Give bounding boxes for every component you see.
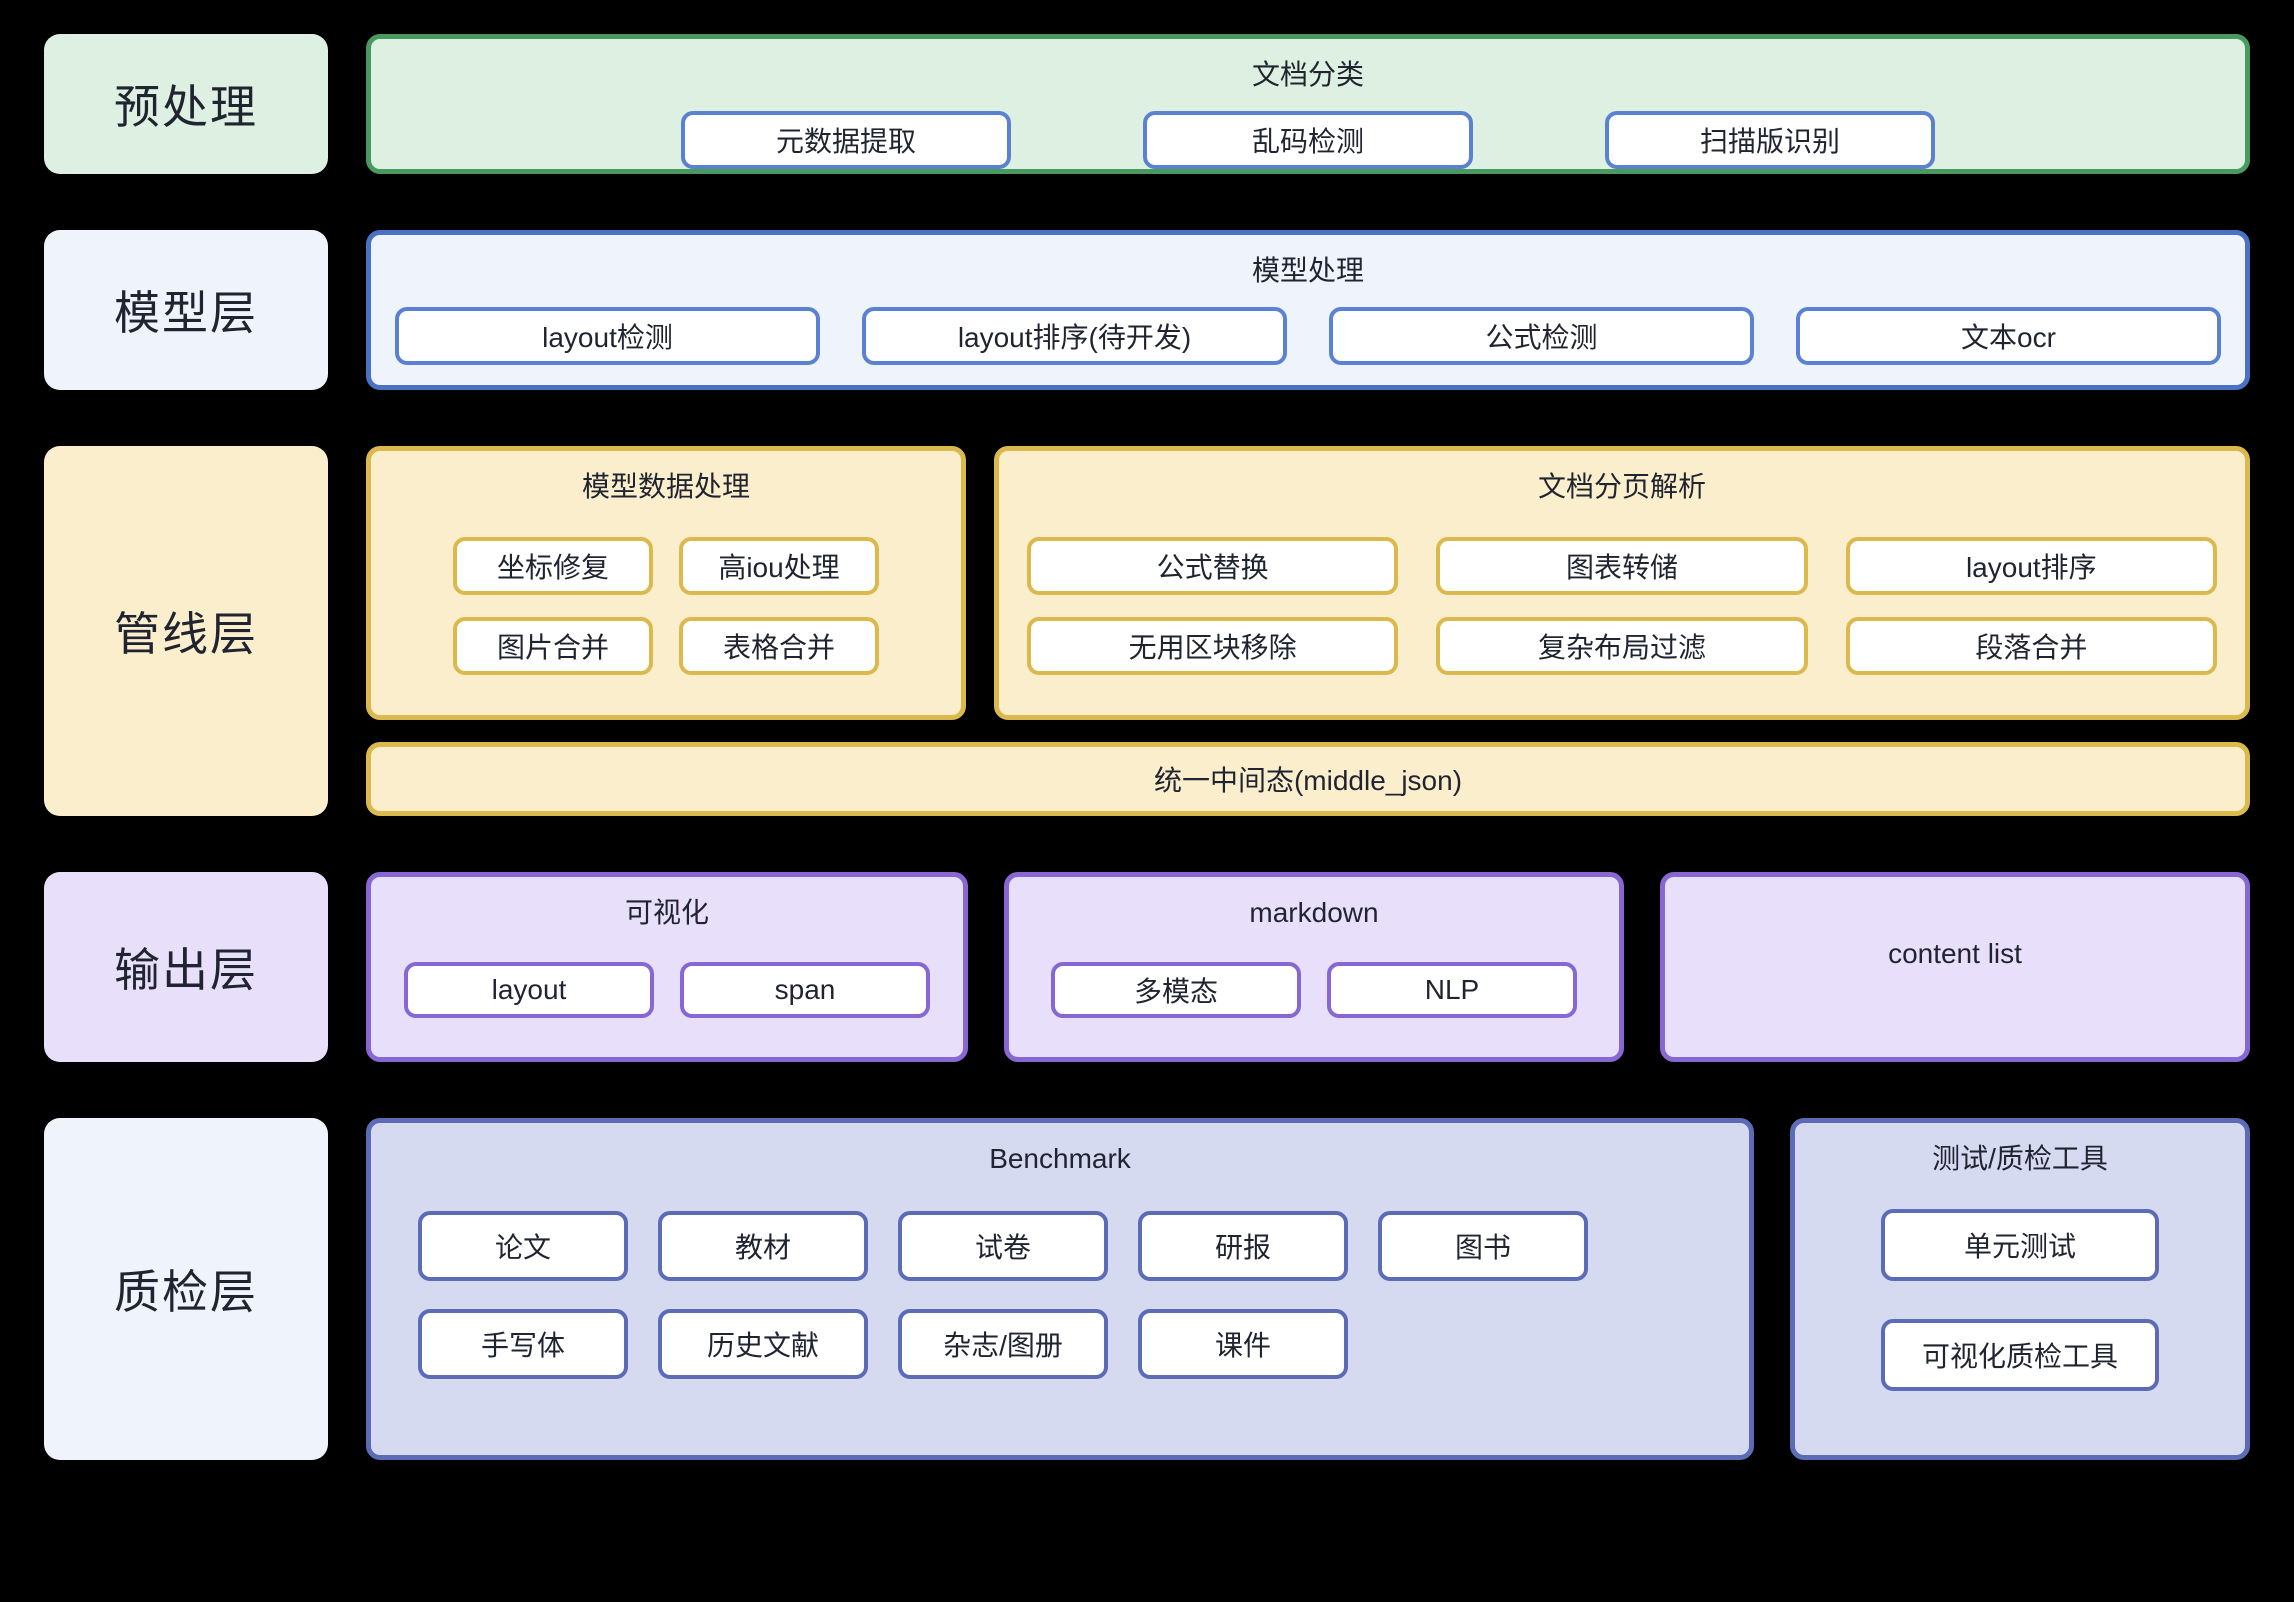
group-benchmark: Benchmark 论文 教材 试卷 研报 图书 手写体 历史文献 杂志/图册 … xyxy=(366,1118,1754,1460)
item-nlp[interactable]: NLP xyxy=(1327,962,1577,1019)
group-title: 可视化 xyxy=(624,897,709,928)
item-book[interactable]: 图书 xyxy=(1378,1211,1588,1282)
group-title: 文档分页解析 xyxy=(1537,471,1706,502)
item-courseware[interactable]: 课件 xyxy=(1138,1309,1348,1380)
content-list-label: content list xyxy=(1888,938,2022,969)
item-high-iou-processing[interactable]: 高iou处理 xyxy=(679,537,879,596)
layer-row-pipeline: 管线层 模型数据处理 坐标修复 高iou处理 图片合并 表格合并 xyxy=(44,446,2250,816)
group-title: 模型处理 xyxy=(1251,255,1364,286)
group-row: 元数据提取 乱码检测 扫描版识别 xyxy=(399,111,2217,170)
layer-label-quality: 质检层 xyxy=(44,1118,328,1460)
item-table-merge[interactable]: 表格合并 xyxy=(679,617,879,676)
group-title: 文档分类 xyxy=(1251,59,1364,90)
item-visual-qc-tool[interactable]: 可视化质检工具 xyxy=(1881,1319,2159,1392)
layer-row-model: 模型层 模型处理 layout检测 layout排序(待开发) 公式检测 文本o… xyxy=(44,230,2250,390)
group-row: 坐标修复 高iou处理 xyxy=(399,537,933,596)
group-row: layout检测 layout排序(待开发) 公式检测 文本ocr xyxy=(395,307,2221,366)
group-document-page-parsing: 文档分页解析 公式替换 图表转储 layout排序 无用区块移除 复杂布局过滤 … xyxy=(994,446,2250,720)
group-title: Benchmark xyxy=(989,1143,1131,1174)
item-formula-detection[interactable]: 公式检测 xyxy=(1329,307,1754,366)
item-layout-sorting-wip[interactable]: layout排序(待开发) xyxy=(862,307,1287,366)
group-content-list[interactable]: content list xyxy=(1660,872,2250,1062)
group-title: 测试/质检工具 xyxy=(1932,1143,2108,1174)
group-rows: 论文 教材 试卷 研报 图书 手写体 历史文献 杂志/图册 课件 xyxy=(399,1211,1721,1380)
group-rows: layout span xyxy=(399,949,935,1031)
group-test-qc-tools: 测试/质检工具 单元测试 可视化质检工具 xyxy=(1790,1118,2250,1460)
item-complex-layout-filter[interactable]: 复杂布局过滤 xyxy=(1436,617,1808,676)
group-rows: 坐标修复 高iou处理 图片合并 表格合并 xyxy=(399,523,933,689)
layer-row-quality: 质检层 Benchmark 论文 教材 试卷 研报 图书 手写体 历史文献 杂志… xyxy=(44,1118,2250,1460)
item-text-ocr[interactable]: 文本ocr xyxy=(1796,307,2221,366)
item-research-report[interactable]: 研报 xyxy=(1138,1211,1348,1282)
layer-body-output: 可视化 layout span markdown 多模态 NLP xyxy=(366,872,2250,1062)
group-rows: 单元测试 可视化质检工具 xyxy=(1823,1209,2217,1392)
group-rows: layout检测 layout排序(待开发) 公式检测 文本ocr xyxy=(395,307,2221,366)
group-row: 单元测试 xyxy=(1823,1209,2217,1282)
item-formula-replacement[interactable]: 公式替换 xyxy=(1027,537,1399,596)
layer-body-quality: Benchmark 论文 教材 试卷 研报 图书 手写体 历史文献 杂志/图册 … xyxy=(366,1118,2250,1460)
layer-label-model: 模型层 xyxy=(44,230,328,390)
item-metadata-extraction[interactable]: 元数据提取 xyxy=(681,111,1011,170)
layer-body-pipeline: 模型数据处理 坐标修复 高iou处理 图片合并 表格合并 文档分页解析 xyxy=(366,446,2250,816)
group-row: 公式替换 图表转储 layout排序 xyxy=(1027,537,2217,596)
item-layout-detection[interactable]: layout检测 xyxy=(395,307,820,366)
group-rows: 元数据提取 乱码检测 扫描版识别 xyxy=(399,111,2217,170)
item-layout[interactable]: layout xyxy=(404,962,654,1019)
group-title: 模型数据处理 xyxy=(581,471,750,502)
middle-json-bar[interactable]: 统一中间态(middle_json) xyxy=(366,742,2250,816)
layer-body-preprocess: 文档分类 元数据提取 乱码检测 扫描版识别 xyxy=(366,34,2250,174)
group-row: 手写体 历史文献 杂志/图册 课件 xyxy=(380,1309,1740,1380)
item-chart-transfer[interactable]: 图表转储 xyxy=(1436,537,1808,596)
item-unit-test[interactable]: 单元测试 xyxy=(1881,1209,2159,1282)
layer-label-pipeline: 管线层 xyxy=(44,446,328,816)
group-model-processing: 模型处理 layout检测 layout排序(待开发) 公式检测 文本ocr xyxy=(366,230,2250,390)
group-row: 无用区块移除 复杂布局过滤 段落合并 xyxy=(1027,617,2217,676)
group-markdown: markdown 多模态 NLP xyxy=(1004,872,1624,1062)
item-exam-paper[interactable]: 试卷 xyxy=(898,1211,1108,1282)
item-magazine-album[interactable]: 杂志/图册 xyxy=(898,1309,1108,1380)
layer-label-preprocess: 预处理 xyxy=(44,34,328,174)
item-span[interactable]: span xyxy=(680,962,930,1019)
layer-body-model: 模型处理 layout检测 layout排序(待开发) 公式检测 文本ocr xyxy=(366,230,2250,390)
group-row: 论文 教材 试卷 研报 图书 xyxy=(380,1211,1740,1282)
group-rows: 公式替换 图表转储 layout排序 无用区块移除 复杂布局过滤 段落合并 xyxy=(1027,523,2217,689)
item-paragraph-merge[interactable]: 段落合并 xyxy=(1845,617,2217,676)
group-document-classification: 文档分类 元数据提取 乱码检测 扫描版识别 xyxy=(366,34,2250,174)
item-multimodal[interactable]: 多模态 xyxy=(1051,962,1301,1019)
layer-row-preprocess: 预处理 文档分类 元数据提取 乱码检测 扫描版识别 xyxy=(44,34,2250,174)
item-layout-sorting[interactable]: layout排序 xyxy=(1845,537,2217,596)
group-visualization: 可视化 layout span xyxy=(366,872,968,1062)
layer-row-output: 输出层 可视化 layout span markdown 多模态 NLP xyxy=(44,872,2250,1062)
layer-label-output: 输出层 xyxy=(44,872,328,1062)
group-model-data-processing: 模型数据处理 坐标修复 高iou处理 图片合并 表格合并 xyxy=(366,446,966,720)
item-useless-block-removal[interactable]: 无用区块移除 xyxy=(1027,617,1399,676)
group-title: markdown xyxy=(1249,897,1379,928)
item-coordinate-repair[interactable]: 坐标修复 xyxy=(453,537,653,596)
item-scan-recognition[interactable]: 扫描版识别 xyxy=(1605,111,1935,170)
group-rows: 多模态 NLP xyxy=(1037,949,1591,1031)
group-row: 多模态 NLP xyxy=(1037,962,1591,1019)
item-historical-document[interactable]: 历史文献 xyxy=(658,1309,868,1380)
item-textbook[interactable]: 教材 xyxy=(658,1211,868,1282)
pipeline-groups: 模型数据处理 坐标修复 高iou处理 图片合并 表格合并 文档分页解析 xyxy=(366,446,2250,720)
group-row: layout span xyxy=(399,962,935,1019)
item-handwriting[interactable]: 手写体 xyxy=(418,1309,628,1380)
item-image-merge[interactable]: 图片合并 xyxy=(453,617,653,676)
item-paper[interactable]: 论文 xyxy=(418,1211,628,1282)
item-garbled-detection[interactable]: 乱码检测 xyxy=(1143,111,1473,170)
group-row: 可视化质检工具 xyxy=(1823,1319,2217,1392)
group-row: 图片合并 表格合并 xyxy=(399,617,933,676)
